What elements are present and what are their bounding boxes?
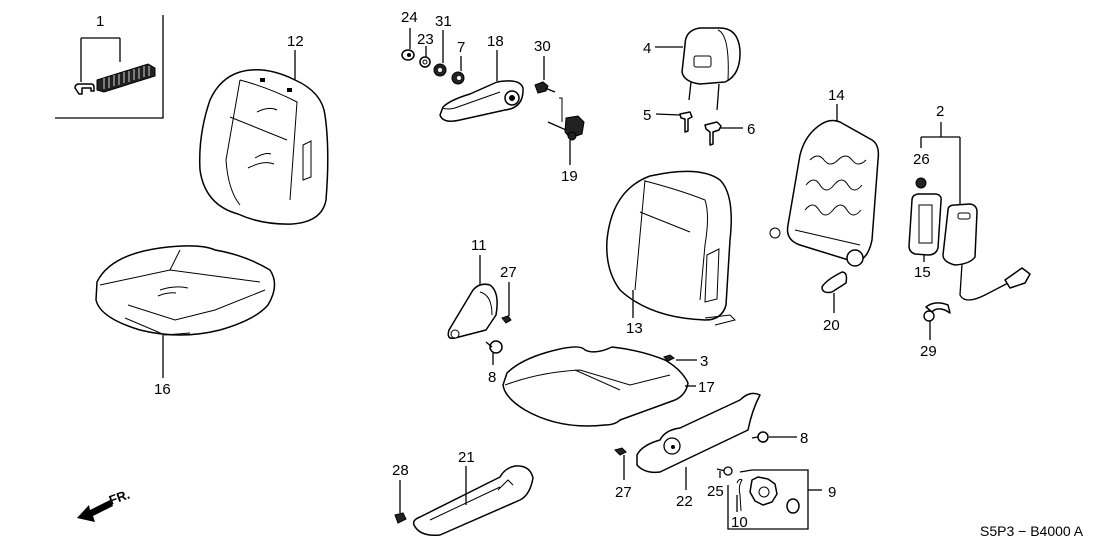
- callout-5: 5: [643, 107, 651, 124]
- callout-3: 3: [700, 353, 708, 370]
- front-arrow-icon: [77, 500, 113, 522]
- kit-box-border: [55, 15, 164, 119]
- part-15-airbag-cover[interactable]: 15: [908, 193, 942, 281]
- part-21-inner-seat-cover[interactable]: 21: [412, 449, 534, 537]
- part-4-headrest[interactable]: 4: [643, 27, 741, 111]
- callout-15: 15: [914, 264, 931, 281]
- callout-31: 31: [435, 13, 452, 30]
- part-9-knob-set[interactable]: 9: [727, 469, 836, 530]
- callout-27-lower: 27: [615, 484, 632, 501]
- part-24-cap-nut[interactable]: 24: [401, 9, 418, 61]
- part-13-seat-back-pad[interactable]: 13: [606, 170, 736, 337]
- seat-back-frame-shape: [786, 119, 880, 263]
- callout-16: 16: [154, 381, 171, 398]
- front-direction-indicator: FR.: [77, 487, 132, 522]
- knob-set-box: [727, 469, 809, 530]
- callout-26: 26: [913, 151, 930, 168]
- part-22-outer-seat-cover[interactable]: 22: [636, 392, 761, 510]
- callout-21: 21: [458, 449, 475, 466]
- part-20-recline-lever-knob[interactable]: 20: [821, 271, 848, 334]
- callout-2: 2: [936, 103, 944, 120]
- callout-4: 4: [643, 40, 651, 57]
- seat-back-pad-shape: [606, 170, 732, 321]
- leader-2: [920, 122, 961, 205]
- part-12-seat-back-cover[interactable]: 12: [198, 33, 329, 225]
- clip-single-icon: [74, 83, 95, 95]
- clip-strip-icon: [96, 63, 156, 93]
- callout-12: 12: [287, 33, 304, 50]
- part-23-washer[interactable]: 23: [417, 31, 434, 68]
- callout-18: 18: [487, 33, 504, 50]
- part-29-harness-clip[interactable]: 29: [920, 302, 951, 360]
- callout-22: 22: [676, 493, 693, 510]
- part-14-seat-back-frame[interactable]: 14: [769, 87, 880, 267]
- leader-1: [80, 37, 121, 82]
- part-11-buckle-bracket[interactable]: 11: [447, 237, 498, 340]
- airbag-harness: [959, 263, 1011, 301]
- callout-6: 6: [747, 121, 755, 138]
- front-label: FR.: [107, 487, 132, 508]
- callout-24: 24: [401, 9, 418, 26]
- diagram-code: S5P3 − B4000 A: [980, 523, 1084, 539]
- callout-20: 20: [823, 317, 840, 334]
- callout-30: 30: [534, 38, 551, 55]
- part-1-clip-kit[interactable]: 1: [55, 13, 164, 119]
- part-19-armrest-bracket[interactable]: 19: [547, 97, 585, 185]
- callout-13: 13: [626, 320, 643, 337]
- callout-25: 25: [707, 483, 724, 500]
- knob-cap-icon: [786, 498, 800, 514]
- callout-29: 29: [920, 343, 937, 360]
- part-16-seat-cushion-cover[interactable]: 16: [95, 245, 276, 398]
- part-8-screw-lower[interactable]: 8: [751, 430, 808, 447]
- callout-7: 7: [457, 39, 465, 56]
- callout-17: 17: [698, 379, 715, 396]
- part-17-seat-cushion-pad[interactable]: 17: [502, 346, 715, 427]
- headrest-shape: [681, 27, 741, 85]
- callout-23: 23: [417, 31, 434, 48]
- part-28-clip[interactable]: 28: [392, 462, 409, 524]
- callout-8-upper: 8: [488, 369, 496, 386]
- callout-10: 10: [731, 514, 748, 531]
- callout-1: 1: [96, 13, 104, 30]
- part-5-headrest-guide-free[interactable]: 5: [643, 107, 693, 133]
- leader-5: [655, 113, 681, 116]
- seat-cushion-pad-shape: [502, 346, 689, 427]
- callout-8-lower: 8: [800, 430, 808, 447]
- callout-11: 11: [471, 237, 487, 254]
- part-6-headrest-guide-lock[interactable]: 6: [704, 121, 755, 146]
- callout-19: 19: [561, 168, 578, 185]
- part-18-armrest[interactable]: 18: [439, 33, 524, 122]
- callout-27-upper: 27: [500, 264, 517, 281]
- part-10-spring-clip[interactable]: 10: [731, 478, 748, 531]
- part-27-clip-lower[interactable]: 27: [614, 447, 632, 501]
- part-7-nut[interactable]: 7: [451, 39, 465, 85]
- part-25-screw[interactable]: 25: [707, 466, 733, 500]
- part-3-clip[interactable]: 3: [663, 353, 708, 370]
- harness-connector: [1004, 267, 1031, 289]
- armrest-shape: [439, 80, 524, 122]
- callout-28: 28: [392, 462, 409, 479]
- part-27-clip-upper[interactable]: 27: [500, 264, 517, 324]
- seat-cushion-cover-shape: [95, 245, 276, 336]
- callout-9: 9: [828, 484, 836, 501]
- part-8-screw-upper[interactable]: 8: [485, 340, 503, 386]
- part-30-bolt[interactable]: 30: [534, 38, 556, 94]
- part-2-side-airbag[interactable]: 2: [920, 103, 1031, 301]
- part-31-washer[interactable]: 31: [433, 13, 452, 77]
- callout-14: 14: [828, 87, 845, 104]
- seat-back-cover-shape: [198, 69, 329, 225]
- part-26-nut[interactable]: 26: [913, 151, 930, 189]
